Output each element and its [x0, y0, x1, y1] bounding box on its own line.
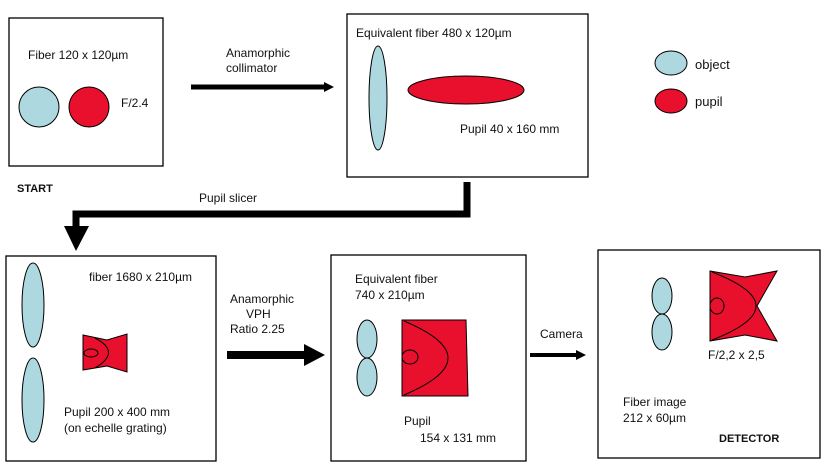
slicer-fiber-label: fiber 1680 x 210µm — [89, 270, 192, 284]
detector-object-upper-ellipse — [651, 277, 673, 315]
camera-arrow-label: Camera — [540, 327, 583, 341]
pupil-slicer-arrow-path — [72, 182, 471, 226]
slicer-object-upper-ellipse — [21, 262, 45, 348]
collimator-arrow-label-1: Anamorphic — [226, 46, 291, 60]
detector-image-label-1: Fiber image — [623, 395, 687, 409]
legend-pupil-swatch — [654, 88, 688, 114]
detector-fratio-label: F/2,2 x 2,5 — [708, 348, 765, 362]
slicer-pupil-shape — [82, 333, 128, 373]
legend-object-label: object — [695, 57, 730, 72]
vph-arrow-label-1: Anamorphic — [230, 292, 295, 306]
collimator-arrow-label-2: collimator — [226, 61, 278, 75]
vph-pupil-label-1: Pupil — [404, 414, 431, 428]
vph-pupil-label-2: 154 x 131 mm — [420, 431, 497, 445]
vph-fiber-label-2: 740 x 210µm — [355, 288, 425, 302]
collimator-fiber-label: Equivalent fiber 480 x 120µm — [356, 26, 512, 40]
collimator-box — [346, 13, 589, 178]
legend-object-swatch — [654, 50, 688, 76]
vph-object-upper-ellipse — [356, 319, 378, 359]
start-fiber-label: Fiber 120 x 120µm — [28, 48, 129, 62]
collimator-pupil-label: Pupil 40 x 160 mm — [460, 122, 560, 136]
slicer-pupil-label-2: (on echelle grating) — [64, 421, 167, 435]
start-fratio-label: F/2.4 — [121, 96, 149, 110]
start-object-circle — [18, 86, 60, 128]
legend-pupil-label: pupil — [695, 94, 723, 109]
vph-arrowhead — [304, 344, 325, 366]
start-pupil-circle — [68, 86, 110, 128]
vph-fiber-label-1: Equivalent fiber — [355, 272, 438, 286]
detector-box — [597, 249, 821, 459]
vph-arrow-label-2: VPH — [246, 307, 271, 321]
collimator-pupil-ellipse — [407, 75, 525, 105]
vph-pupil-shape — [401, 319, 469, 397]
vph-box — [330, 254, 527, 462]
slicer-object-lower-ellipse — [21, 357, 45, 443]
detector-image-label-2: 212 x 60µm — [623, 411, 686, 425]
slicer-box — [5, 255, 217, 462]
detector-object-lower-ellipse — [651, 313, 673, 351]
detector-pupil-shape — [709, 270, 778, 342]
vph-arrow-label-3: Ratio 2.25 — [230, 322, 285, 336]
pupil-slicer-label: Pupil slicer — [199, 191, 258, 205]
collimator-object-ellipse — [368, 45, 388, 151]
vph-object-lower-ellipse — [356, 357, 378, 397]
pupil-slicer-arrowhead — [64, 226, 89, 251]
start-caption: START — [17, 183, 53, 195]
detector-caption: DETECTOR — [719, 433, 780, 445]
slicer-pupil-label-1: Pupil 200 x 400 mm — [64, 405, 171, 419]
start-box — [8, 17, 164, 167]
